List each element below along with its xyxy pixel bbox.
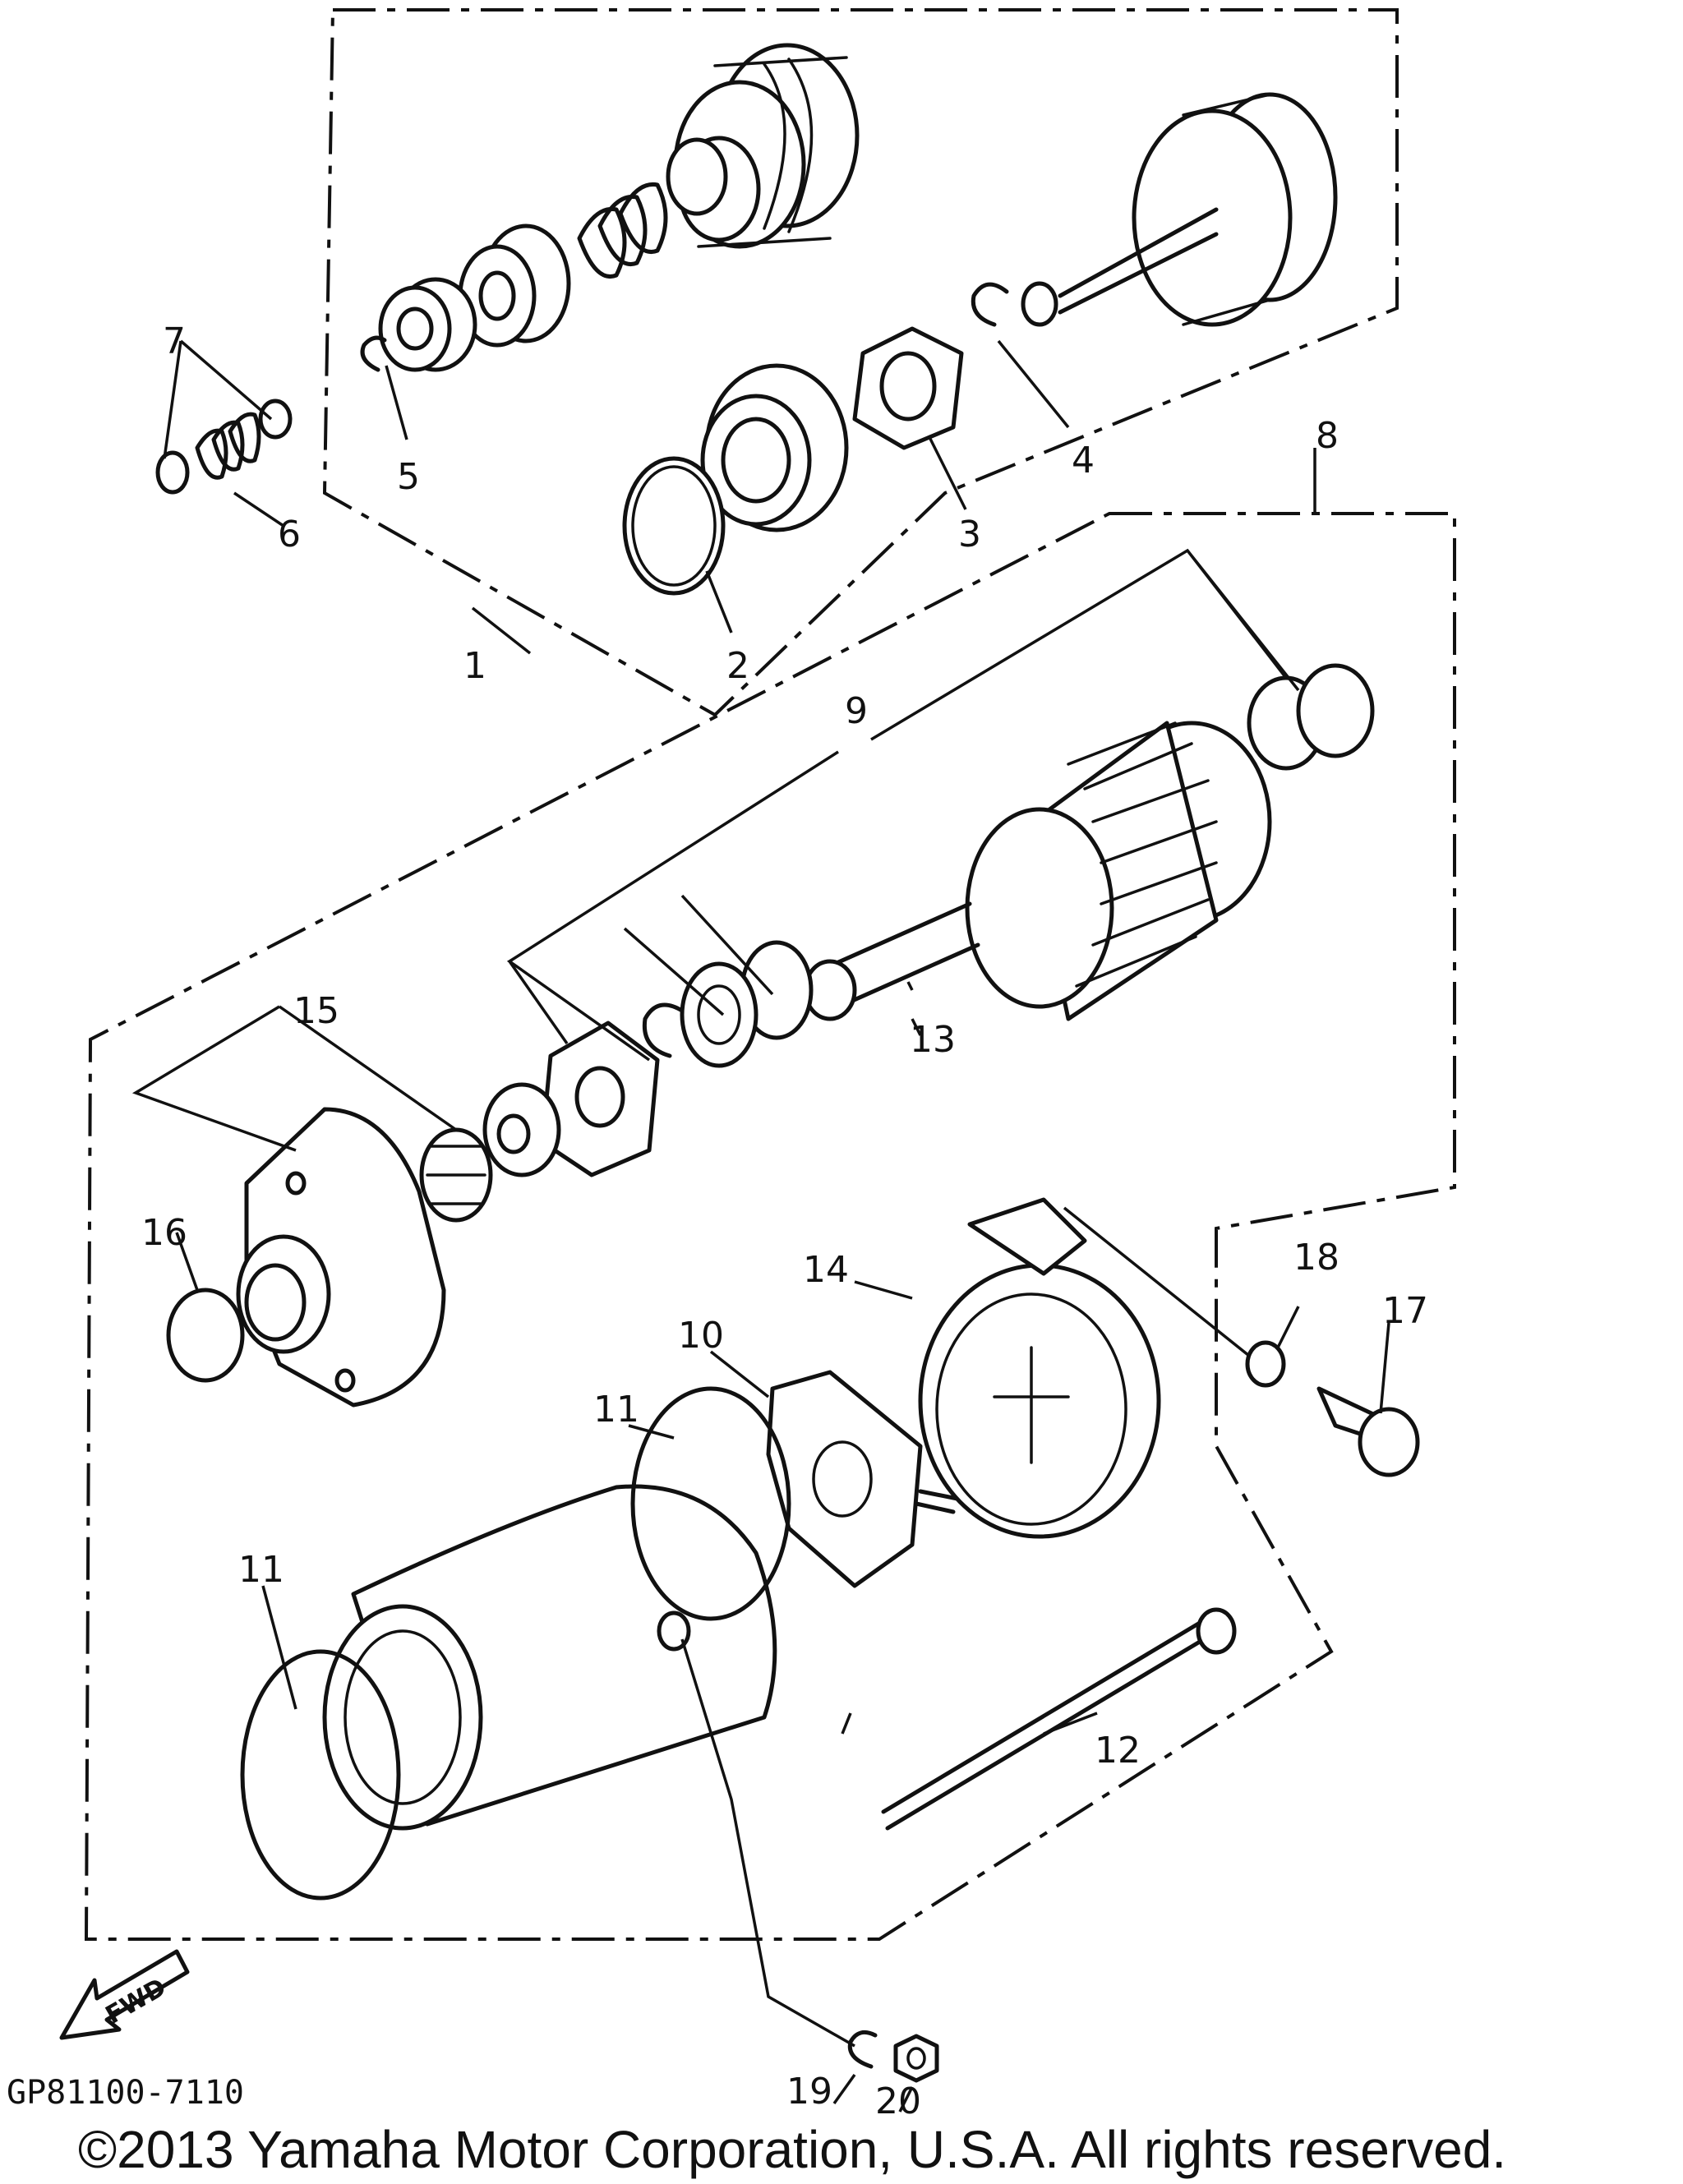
callout-20: 20 [875,2080,921,2122]
callout-5: 5 [397,456,420,498]
callout-11-front: 11 [238,1549,284,1591]
bearing-15 [419,1127,493,1223]
callout-13: 13 [910,1019,956,1061]
drawing-code: GP81100-7110 [7,2074,244,2112]
o-ring-11-front [240,1649,401,1901]
callout-18: 18 [1293,1237,1339,1279]
callout-11-rear: 11 [593,1389,639,1431]
bearing-housing [700,363,849,532]
clutch-spring [577,182,668,279]
callout-1: 1 [463,645,486,687]
fwd-arrow: FWD [59,1949,190,2040]
o-ring-11-rear [630,1386,791,1621]
brush-holder-assembly [766,1370,964,1588]
callout-4: 4 [1072,440,1095,481]
circlip-19 [847,2030,878,2069]
callout-8: 8 [1316,415,1339,457]
callout-14: 14 [803,1249,849,1291]
washer-18 [1245,1340,1286,1388]
spring-and-washers [155,399,293,495]
callout-9: 9 [845,690,868,732]
pinion-gear-assembly [666,43,860,249]
callout-6: 6 [278,514,301,555]
callout-19: 19 [786,2071,832,2113]
nut-20 [893,2034,939,2083]
pinion-stopper [458,223,571,348]
circlip-4 [971,282,1009,327]
copyright-notice: ©2013 Yamaha Motor Corporation, U.S.A. A… [78,2120,1506,2179]
callout-15: 15 [293,990,339,1032]
callout-17: 17 [1382,1290,1428,1332]
callout-16: 16 [141,1212,187,1254]
rear-cover [918,1197,1161,1539]
bearing-ring-2 [622,456,726,596]
idle-gear-shaft [1021,92,1338,327]
front-cover [236,1107,446,1408]
assembly-boundary-1 [322,8,1399,717]
yoke-housing [322,1484,777,1831]
callout-3: 3 [958,514,981,555]
callout-7: 7 [163,320,186,362]
assembly-boundary-8 [84,512,1456,1941]
through-bolt-12 [881,1607,1237,1831]
bolt-17 [1316,1386,1420,1477]
circlip-5 [360,335,387,372]
leader-lines [131,339,1390,2113]
armature [803,721,1272,1021]
circlip-armature [642,1002,685,1058]
oil-seal [482,1082,561,1177]
clutch-plate-3 [852,326,964,450]
shim-washers-9 [680,663,1375,1068]
brush-plate-washer [540,1021,660,1177]
callout-10: 10 [678,1315,724,1357]
spacer-collar [378,277,477,372]
callouts: 1 2 3 4 5 6 7 8 9 10 11 11 12 13 14 15 1… [141,320,1428,2122]
callout-2: 2 [726,645,749,687]
callout-12: 12 [1095,1730,1141,1772]
o-ring-16 [166,1288,245,1383]
